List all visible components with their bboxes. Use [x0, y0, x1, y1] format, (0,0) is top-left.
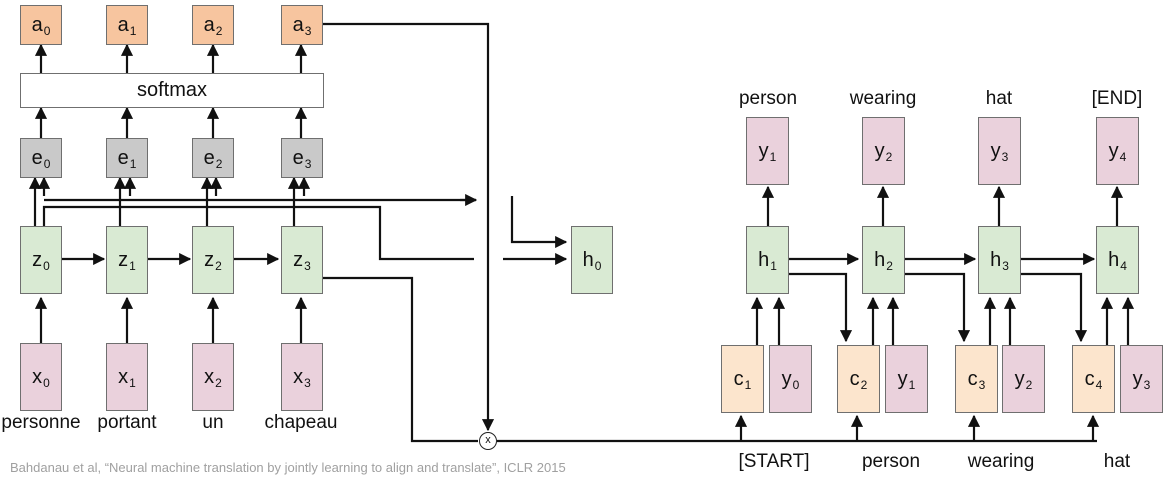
decoder-input-word: hat [1103, 451, 1131, 472]
decoder-input-word: [START] [738, 451, 810, 472]
decoder-input-word: wearing [967, 451, 1035, 472]
output-word: [END] [1091, 88, 1143, 109]
source-word: chapeau [264, 412, 338, 433]
output-word: hat [985, 88, 1013, 109]
source-word: portant [97, 412, 157, 433]
source-word: un [202, 412, 224, 433]
decoder-input-word: person [861, 451, 921, 472]
multiply-node: x [479, 432, 497, 450]
output-word: person [738, 88, 798, 109]
source-word: personne [1, 412, 81, 433]
citation: Bahdanau et al, “Neural machine translat… [10, 460, 566, 475]
output-word: wearing [849, 88, 917, 109]
softmax-layer: softmax [20, 73, 324, 108]
